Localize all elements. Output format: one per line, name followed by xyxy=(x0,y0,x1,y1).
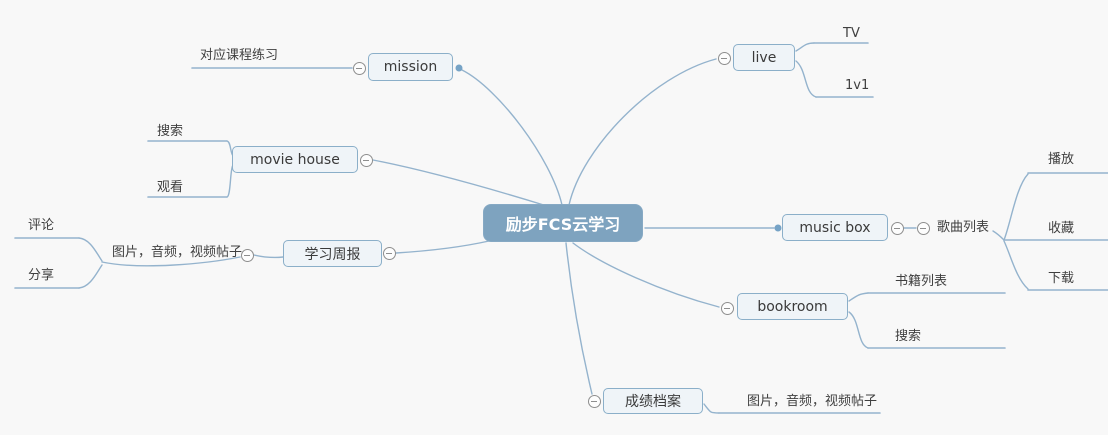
leaf-node-tv[interactable]: TV xyxy=(843,26,860,41)
leaf-node-media-posts-bottom[interactable]: 图片，音频，视频帖子 xyxy=(747,394,878,409)
connection-dot-mission xyxy=(455,64,463,72)
connection-dot-music-box xyxy=(774,224,782,232)
edge-songlist-download xyxy=(1003,240,1029,290)
leaf-node-1v1[interactable]: 1v1 xyxy=(845,78,870,93)
branch-node-label: mission xyxy=(383,59,438,75)
branch-node-score-archive[interactable]: 成绩档案 xyxy=(603,388,703,414)
branch-node-label: movie house xyxy=(250,151,340,168)
edge-comment xyxy=(78,237,103,262)
edge-score-media-posts xyxy=(703,403,720,414)
branch-node-weekly-report[interactable]: 学习周报 xyxy=(283,240,382,267)
collapse-minus-icon-mission[interactable] xyxy=(352,61,366,75)
collapse-minus-icon-score-archive[interactable] xyxy=(587,394,601,408)
root-node-label: 励步FCS云学习 xyxy=(505,215,621,234)
edge-root-mission xyxy=(461,69,563,206)
leaf-node-share[interactable]: 分享 xyxy=(28,268,55,283)
leaf-node-song-list[interactable]: 歌曲列表 xyxy=(937,220,990,235)
edge-root-bookroom xyxy=(572,242,720,308)
edge-share xyxy=(78,264,103,289)
edge-root-live xyxy=(568,58,717,206)
edge-root-score-archive xyxy=(565,242,593,395)
edge-media-posts-to-weekly xyxy=(253,254,284,259)
edge-live-tv xyxy=(795,42,815,52)
collapse-minus-icon-bookroom[interactable] xyxy=(720,301,734,315)
edge-root-weekly-report xyxy=(395,240,490,254)
branch-node-music-box[interactable]: music box xyxy=(782,214,888,241)
root-node[interactable]: 励步FCS云学习 xyxy=(483,204,643,242)
branch-node-label: live xyxy=(751,49,777,66)
leaf-node-media-posts-left[interactable]: 图片，音频，视频帖子 xyxy=(112,245,243,260)
branch-node-label: 成绩档案 xyxy=(625,394,681,410)
branch-node-label: bookroom xyxy=(757,298,828,315)
leaf-node-movie-search[interactable]: 搜索 xyxy=(157,124,184,139)
collapse-minus-icon-media-posts[interactable] xyxy=(240,248,254,262)
edge-bookroom-search xyxy=(848,311,869,349)
branch-node-movie-house[interactable]: movie house xyxy=(232,146,358,173)
leaf-node-book-list[interactable]: 书籍列表 xyxy=(895,274,948,289)
edge-songlist-play xyxy=(1003,173,1029,241)
branch-node-label: 学习周报 xyxy=(304,246,361,263)
collapse-minus-icon-movie-house[interactable] xyxy=(359,153,373,167)
branch-node-label: music box xyxy=(799,219,871,236)
edge-live-1v1 xyxy=(795,60,817,98)
branch-node-bookroom[interactable]: bookroom xyxy=(737,293,848,320)
leaf-node-favorite[interactable]: 收藏 xyxy=(1048,221,1075,236)
leaf-node-course-practice[interactable]: 对应课程练习 xyxy=(200,48,279,63)
leaf-node-play[interactable]: 播放 xyxy=(1048,152,1075,167)
leaf-node-bookroom-search[interactable]: 搜索 xyxy=(895,329,922,344)
edge-root-movie-house xyxy=(372,159,548,207)
collapse-minus-icon-live[interactable] xyxy=(717,51,731,65)
collapse-minus-icon-weekly-report[interactable] xyxy=(382,246,396,260)
edge-media-posts-left xyxy=(101,256,241,267)
collapse-minus-icon-music-box[interactable] xyxy=(890,221,904,235)
collapse-minus-icon-song-list[interactable] xyxy=(916,221,930,235)
leaf-node-comment[interactable]: 评论 xyxy=(28,218,55,233)
branch-node-mission[interactable]: mission xyxy=(368,53,453,81)
leaf-node-download[interactable]: 下载 xyxy=(1048,271,1075,286)
leaf-node-movie-watch[interactable]: 观看 xyxy=(157,180,184,195)
edge-bookroom-booklist xyxy=(848,292,869,302)
branch-node-live[interactable]: live xyxy=(733,44,795,71)
edge-songlist-junction xyxy=(992,230,1005,241)
